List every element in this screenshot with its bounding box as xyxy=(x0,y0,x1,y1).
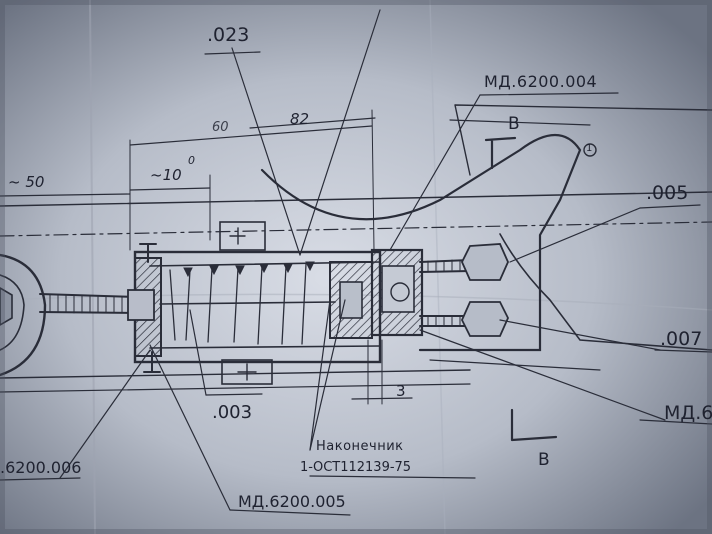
flange-bottom xyxy=(143,351,161,373)
leader-007 xyxy=(499,319,661,351)
rail-centerline xyxy=(0,221,712,237)
dim-line-60 xyxy=(129,125,373,146)
leader-md-005 xyxy=(149,344,231,511)
leader-md-right xyxy=(419,329,666,421)
label-part-md-005: МД.6200.005 xyxy=(238,492,346,511)
label-part-006: .6200.006 xyxy=(0,458,82,477)
hex-nut-top xyxy=(461,243,509,281)
leader-md-004 xyxy=(389,94,481,251)
fitting-ball xyxy=(390,282,410,302)
eye-ring-inner xyxy=(0,274,25,351)
label-part-005: .005 xyxy=(646,182,689,204)
hex-nut-bottom xyxy=(461,301,509,337)
leader-top xyxy=(299,9,381,256)
fold-crease xyxy=(89,0,96,534)
circled-note-ring xyxy=(583,143,597,157)
ext-line-right xyxy=(371,109,375,251)
end-cap-nut xyxy=(127,289,155,321)
dim-label-3: 3 xyxy=(396,382,406,400)
lower-block xyxy=(221,359,273,385)
inner-rod xyxy=(159,301,336,305)
arrow-heads xyxy=(183,261,315,278)
thread-marks xyxy=(49,294,123,314)
label-tip-standard: 1-ОСТ112139-75 xyxy=(300,460,412,475)
piston-head xyxy=(329,261,373,339)
leader-005-shelf xyxy=(639,204,701,209)
section-mark-bottom xyxy=(510,408,558,442)
leader-003-shelf xyxy=(205,393,263,396)
leader-md-005-shelf xyxy=(229,509,351,516)
piston-core xyxy=(339,281,363,319)
dim-label-82: 82 xyxy=(290,110,310,128)
label-part-007: .007 xyxy=(660,328,703,350)
dim-label-60: 60 xyxy=(212,120,229,135)
bolt-thread xyxy=(427,315,461,327)
cylinder-inner-bottom xyxy=(149,345,381,349)
dim-line-50 xyxy=(0,193,131,197)
dim-label-degree: 0 xyxy=(188,154,195,167)
threaded-rod-left xyxy=(39,293,136,298)
eye-hexnut xyxy=(0,287,13,326)
lower-block-mark xyxy=(237,363,257,381)
leader-tip-shelf xyxy=(309,475,476,479)
leader-007-shelf xyxy=(654,349,712,353)
leader-005 xyxy=(509,207,641,263)
rail-top-line xyxy=(0,191,712,207)
leader-003 xyxy=(189,309,207,396)
label-part-003: .003 xyxy=(212,402,253,423)
label-part-md-right: МД.6 xyxy=(664,402,712,424)
eye-ring-outline xyxy=(0,253,47,377)
label-part-023: .023 xyxy=(207,24,250,46)
section-label-b-top: B xyxy=(508,114,520,134)
leader-023-shelf xyxy=(204,51,261,55)
circled-note-label: 1 xyxy=(586,143,593,154)
dim-line-10 xyxy=(129,187,211,191)
bracket-upper-edge xyxy=(454,104,712,176)
dim-label-50: ~ 50 xyxy=(8,173,45,191)
leader-md-004-shelf xyxy=(479,92,619,96)
dim-label-10: ~10 xyxy=(150,166,182,184)
leader-tip xyxy=(309,299,346,451)
label-tip-name: Наконечник xyxy=(316,439,404,454)
bolt-thread xyxy=(427,259,461,272)
leader-tip xyxy=(309,299,331,451)
upper-block-mark xyxy=(229,227,246,245)
leader-023 xyxy=(231,47,301,256)
section-mark-top xyxy=(484,136,517,170)
threaded-rod-left xyxy=(39,311,136,314)
flange-top xyxy=(139,243,157,263)
right-fitting-core xyxy=(381,265,415,313)
bracket-line xyxy=(449,119,591,126)
fold-crease xyxy=(429,0,446,534)
leader-md-right-shelf xyxy=(639,419,712,425)
bracket-curve xyxy=(499,233,712,351)
rail-bottom-line xyxy=(0,369,471,379)
rail-bottom-line-2 xyxy=(0,383,471,393)
label-part-md-004: МД.6200.004 xyxy=(484,72,598,91)
upper-block xyxy=(219,221,266,251)
leader-006-shelf xyxy=(0,477,81,481)
spring-coils xyxy=(169,263,307,345)
dim-line-82 xyxy=(249,117,376,129)
bracket-outline xyxy=(260,134,582,352)
leader-006 xyxy=(59,349,151,479)
section-label-b-bottom: B xyxy=(538,450,550,470)
dim-line-3 xyxy=(351,397,413,400)
bolt-top xyxy=(419,270,471,273)
